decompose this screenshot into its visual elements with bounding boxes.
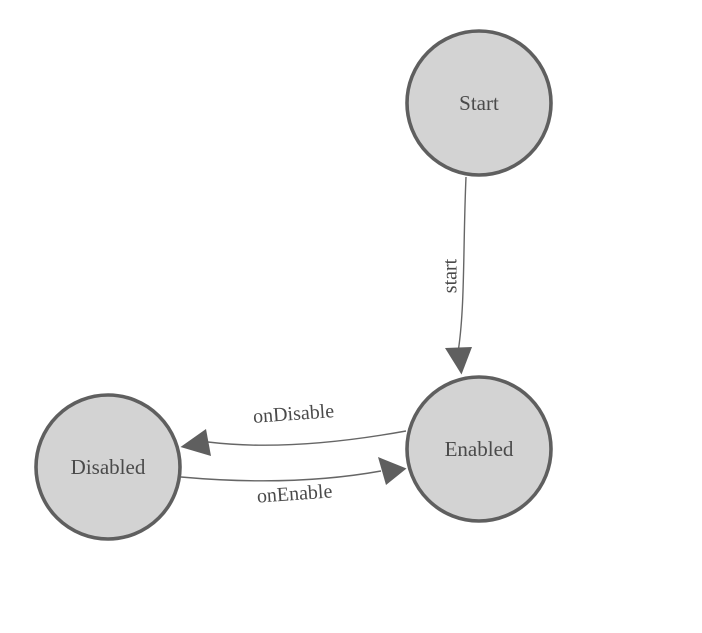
edge-label-onenable: onEnable	[256, 480, 333, 507]
edge-label-ondisable: onDisable	[252, 400, 335, 428]
edge-enabled-to-disabled-arrowhead-icon	[180, 429, 211, 456]
edge-label-start: start	[439, 258, 461, 293]
state-node-enabled[interactable]: Enabled	[405, 375, 553, 523]
state-node-disabled[interactable]: Disabled	[34, 393, 182, 541]
state-node-enabled-circle[interactable]	[405, 375, 553, 523]
state-node-start-label: Start	[459, 91, 499, 115]
state-node-disabled-label: Disabled	[71, 455, 146, 479]
edge-enabled-to-disabled-line	[207, 430, 407, 446]
edge-start-to-enabled: start	[439, 176, 472, 375]
edge-disabled-to-enabled-line	[180, 470, 382, 482]
edge-start-to-enabled-arrowhead-icon	[445, 347, 472, 375]
edge-disabled-to-enabled: onEnable	[180, 457, 407, 508]
state-node-start[interactable]: Start	[405, 29, 553, 177]
edge-start-to-enabled-line	[457, 176, 467, 350]
state-node-disabled-circle[interactable]	[34, 393, 182, 541]
edge-enabled-to-disabled: onDisable	[180, 400, 407, 456]
edge-disabled-to-enabled-arrowhead-icon	[378, 457, 407, 485]
state-node-enabled-label: Enabled	[445, 437, 514, 461]
state-node-start-circle[interactable]	[405, 29, 553, 177]
